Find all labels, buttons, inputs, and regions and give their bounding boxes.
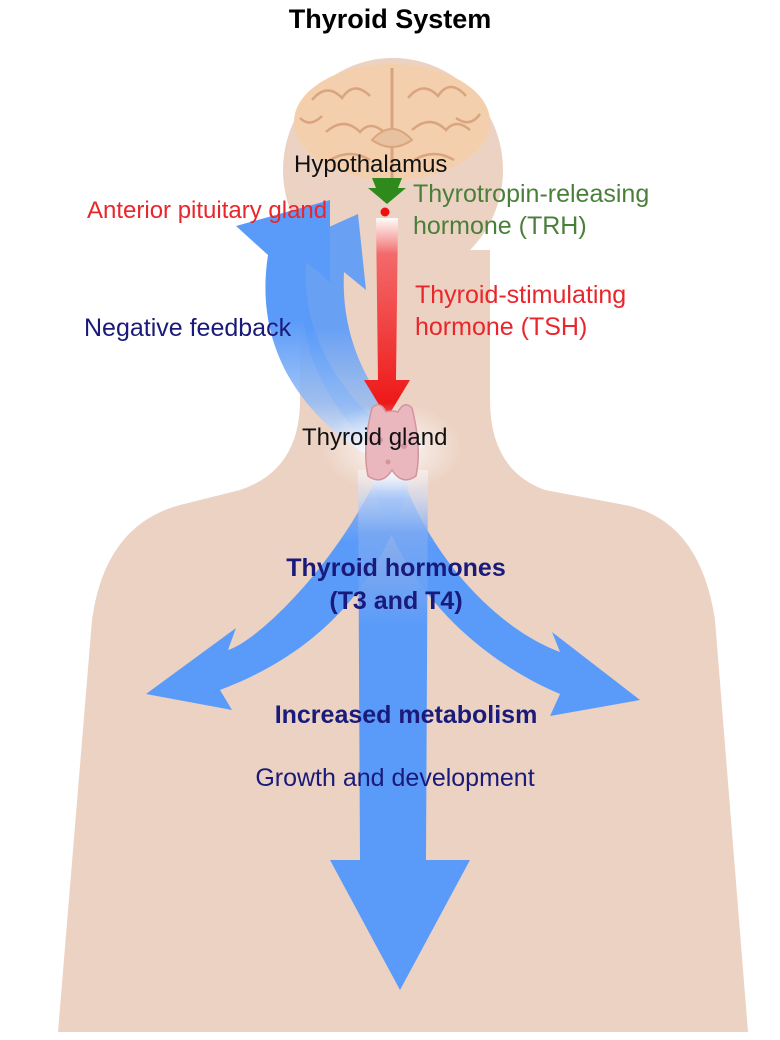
negative-feedback-label: Negative feedback	[84, 314, 292, 342]
anterior-pituitary-label: Anterior pituitary gland	[87, 197, 328, 224]
thyroid-gland-label: Thyroid gland	[302, 424, 448, 451]
tsh-arrow-icon	[364, 218, 410, 418]
thyroid-hormones-label-line1: Thyroid hormones	[286, 554, 506, 582]
trh-label-line2: hormone (TRH)	[413, 212, 587, 240]
tsh-label-line2: hormone (TSH)	[415, 313, 588, 341]
diagram-title: Thyroid System	[288, 4, 492, 34]
tsh-label-line1: Thyroid-stimulating	[415, 281, 627, 309]
hypothalamus-label: Hypothalamus	[294, 151, 448, 178]
growth-development-label: Growth and development	[255, 764, 535, 792]
brain-icon	[294, 64, 490, 180]
thyroid-hormones-arrow-icon	[146, 470, 640, 990]
negative-feedback-arrow-icon	[236, 200, 425, 470]
trh-arrow-icon	[368, 178, 406, 204]
pituitary-dot-icon	[380, 207, 390, 217]
trh-label-line1: Thyrotropin-releasing	[413, 180, 650, 208]
increased-metabolism-label: Increased metabolism	[274, 701, 538, 729]
thyroid-hormones-label-line2: (T3 and T4)	[329, 587, 463, 615]
thyroid-gland-icon	[322, 403, 462, 493]
